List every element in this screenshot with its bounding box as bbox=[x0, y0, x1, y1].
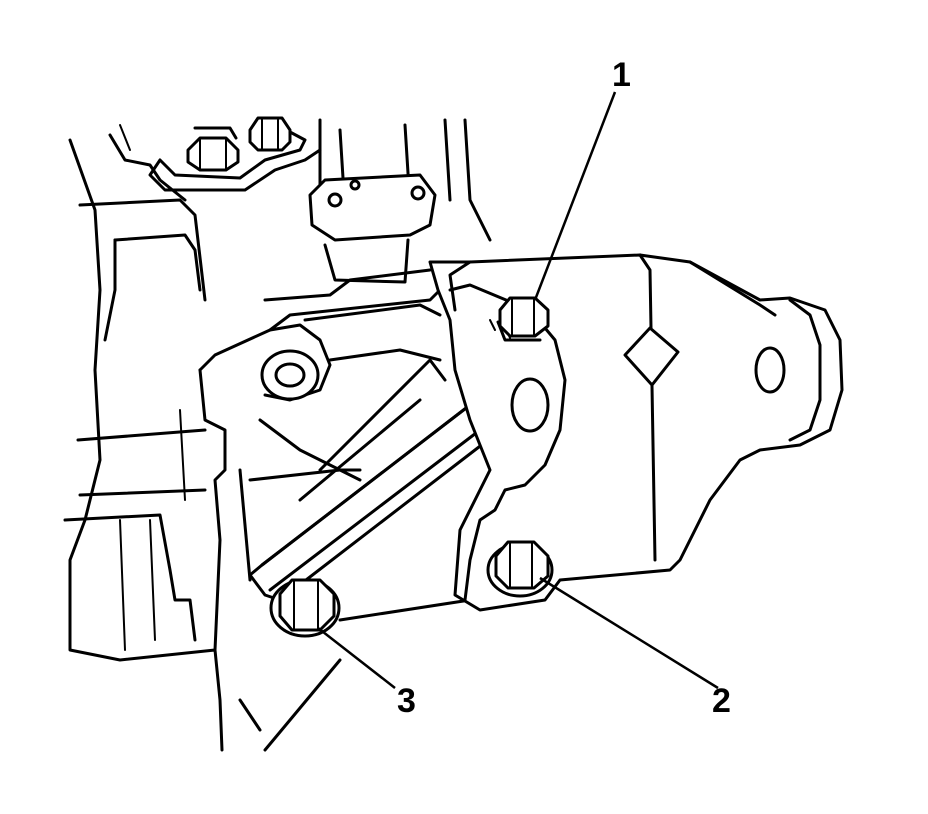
upper-bolt-right bbox=[248, 116, 292, 152]
leader-line-2 bbox=[539, 576, 719, 690]
bolt-1 bbox=[496, 296, 550, 342]
leader-line-3 bbox=[317, 627, 396, 689]
upper-bolt-left bbox=[186, 126, 240, 172]
shaft-assembly bbox=[263, 118, 492, 302]
mounting-bracket bbox=[428, 253, 844, 612]
callout-1: 1 bbox=[612, 56, 631, 94]
ear-hole bbox=[510, 377, 550, 433]
mount-body bbox=[198, 288, 442, 652]
bolt-2 bbox=[486, 540, 554, 598]
upper-flange bbox=[148, 130, 322, 192]
diamond-cutout bbox=[623, 326, 680, 387]
engine-housing bbox=[63, 124, 224, 752]
bracket-slot bbox=[754, 346, 786, 394]
lower-frame bbox=[238, 658, 342, 752]
callout-3: 3 bbox=[397, 682, 416, 720]
leader-line-1 bbox=[533, 91, 617, 301]
bolt-3 bbox=[269, 578, 341, 638]
callout-2: 2 bbox=[712, 682, 731, 720]
